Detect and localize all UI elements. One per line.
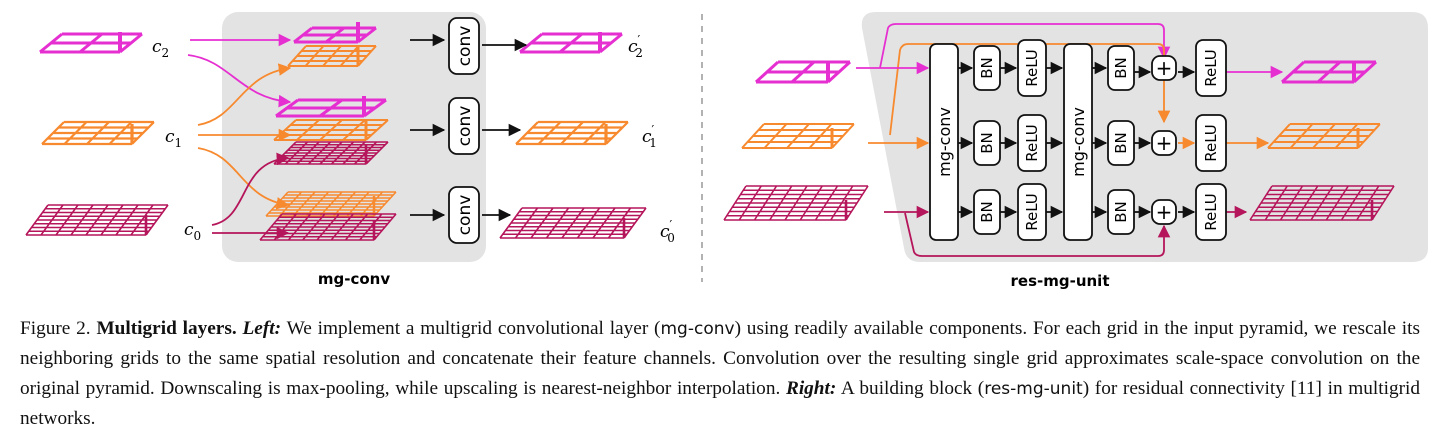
grid-c2-input [39,32,143,54]
skip-crimson [904,212,1171,257]
res-input-magenta [754,60,852,84]
res-mg-unit-title: res-mg-unit [1011,272,1110,290]
grid-c0-output [499,207,647,239]
relu-box-a-2: ReLU [1017,183,1047,241]
svg-text:BN: BN [978,201,996,223]
label-c2-prime: c′2 [628,33,643,60]
figure-caption: Figure 2. Multigrid layers. Left: We imp… [20,314,1420,434]
stack-mid-magenta [275,96,387,118]
arrow-c1-down [197,147,290,210]
conv-box-bot: conv [448,186,480,244]
caption-text-3: A building block ( [840,378,985,399]
relu-box-final-0: ReLU [1195,39,1227,97]
bn-box-a-1: BN [973,120,1001,166]
bn-box-b-2: BN [1107,189,1135,235]
grid-c1-input [41,120,155,146]
res-output-orange [1267,123,1381,149]
res-output-crimson [1249,185,1395,221]
grid-c1-output [515,120,629,146]
bn-box-a-2: BN [973,189,1001,235]
arrow-c2-down [187,54,292,108]
relu-box-a-0: ReLU [1017,39,1047,97]
sum-node-2 [1151,199,1177,225]
svg-text:BN: BN [1112,132,1130,154]
grid-c2-output [519,32,623,54]
grid-c0-input [25,204,169,236]
svg-text:BN: BN [978,57,996,79]
mg-conv-block-2: mg-conv [1063,43,1093,241]
res-input-crimson [723,185,869,221]
arrow-c1-up [197,63,292,126]
skip-magenta [879,23,1171,69]
conv-box-mid: conv [448,97,480,155]
svg-text:ReLU: ReLU [1023,193,1041,231]
sum-node-0 [1151,55,1177,81]
res-input-orange [741,123,855,149]
svg-text:BN: BN [978,132,996,154]
left-arrows [187,33,528,240]
label-c0-prime: c′0 [660,218,675,245]
label-c1: c1 [165,127,182,150]
caption-title: Multigrid layers. [96,318,237,339]
stack-top-magenta [293,22,377,44]
bn-box-b-1: BN [1107,120,1135,166]
relu-box-final-2: ReLU [1195,183,1227,241]
figure-diagram: conv conv conv mg-conv c2 c1 c0 c′2 c′1 … [25,12,1428,290]
caption-text-1: We implement a multigrid convolutional l… [286,318,661,339]
mg-conv-block-1: mg-conv [929,43,959,241]
svg-text:ReLU: ReLU [1202,124,1220,162]
caption-code-resmgunit: res-mg-unit [984,379,1083,399]
sum-node-1 [1151,130,1177,156]
svg-text:ReLU: ReLU [1202,49,1220,87]
sum-node-label: + [1156,131,1173,155]
svg-text:BN: BN [1112,57,1130,79]
svg-text:mg-conv: mg-conv [935,107,954,177]
caption-left-label: Left: [242,318,282,339]
relu-box-a-1: ReLU [1017,114,1047,172]
mg-conv-title: mg-conv [318,270,390,288]
bn-box-b-0: BN [1107,45,1135,91]
stack-top-orange [287,45,377,67]
svg-text:conv: conv [455,106,475,147]
svg-text:conv: conv [455,26,475,67]
stack-mid-crimson [273,141,389,165]
caption-text-4: ) for residual connectivity [11] in mult… [20,378,1421,429]
bn-box-a-0: BN [973,45,1001,91]
relu-box-final-1: ReLU [1195,114,1227,172]
arrow-c0-up [211,152,290,226]
svg-text:mg-conv: mg-conv [1069,107,1088,177]
caption-text-2: ) using readily available components. Fo… [20,318,1421,399]
stack-bot-crimson [259,213,397,241]
svg-text:conv: conv [455,195,475,236]
caption-code-mgconv: mg-conv [660,319,735,339]
label-c1-prime: c′1 [642,123,657,150]
conv-box-top: conv [448,17,480,75]
caption-right-label: Right: [785,378,837,399]
svg-text:ReLU: ReLU [1023,49,1041,87]
label-c0: c0 [184,220,201,243]
sum-node-label: + [1156,56,1173,80]
svg-text:BN: BN [1112,201,1130,223]
label-c2: c2 [152,37,169,60]
svg-text:ReLU: ReLU [1023,124,1041,162]
caption-prefix: Figure 2. [20,318,91,339]
svg-text:ReLU: ReLU [1202,193,1220,231]
res-output-magenta [1280,60,1378,84]
sum-node-label: + [1156,200,1173,224]
